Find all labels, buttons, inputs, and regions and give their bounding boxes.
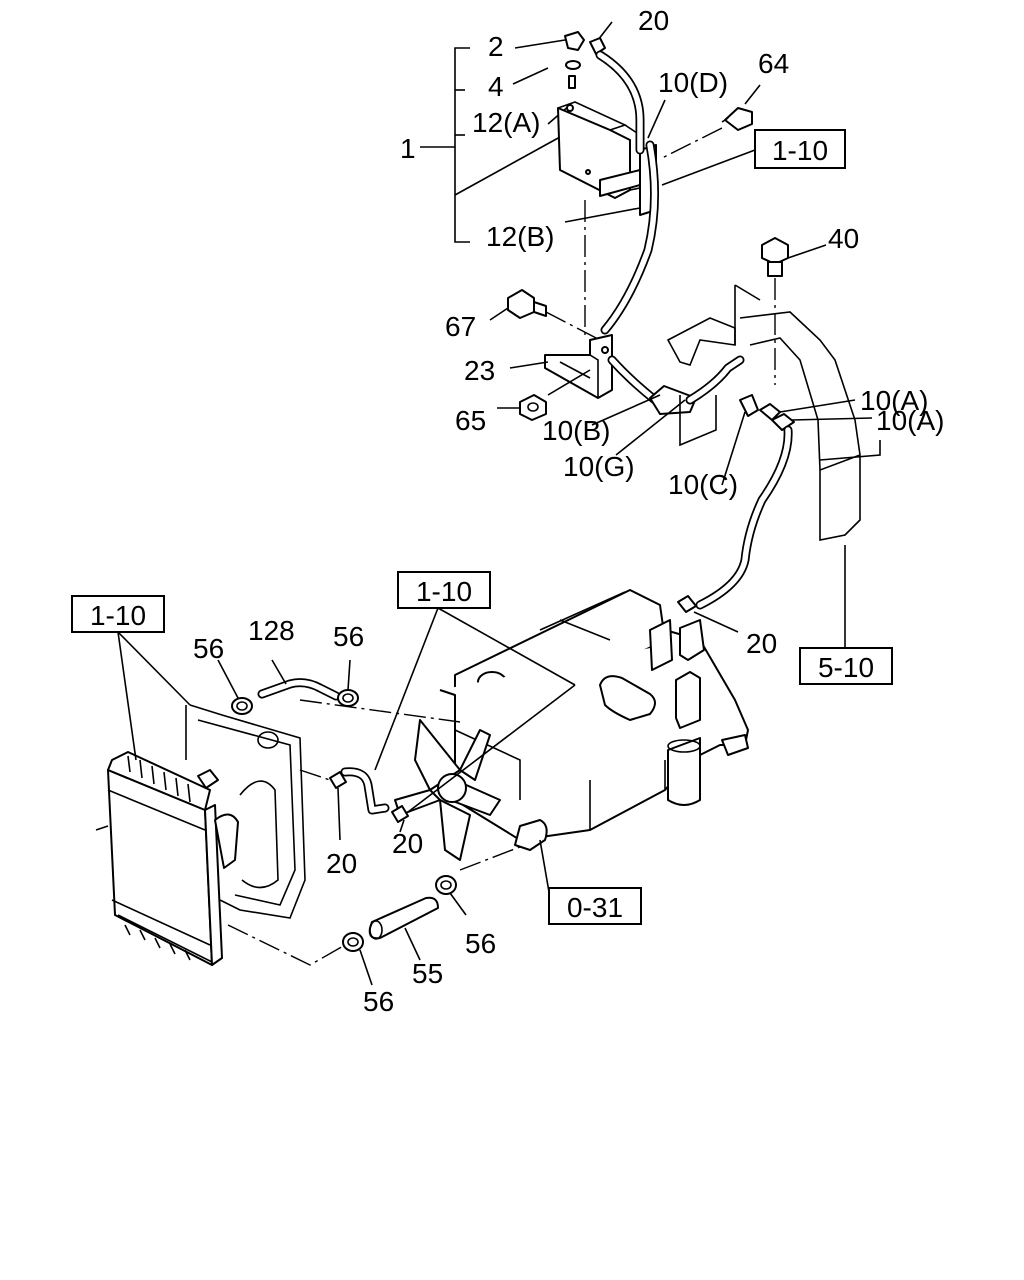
label-1: 1: [400, 133, 416, 164]
label-20-right: 20: [746, 628, 777, 659]
label-10b: 10(B): [542, 415, 610, 446]
label-20-mid1: 20: [326, 848, 357, 879]
label-55: 55: [412, 958, 443, 989]
clamp-20-top: [589, 37, 606, 55]
plug-40: [761, 237, 789, 277]
bolt-67: [507, 289, 547, 319]
label-10a-1: 10(A): [860, 385, 928, 416]
frame-panel: [666, 284, 881, 541]
hose-clamp-56-lower-right: [435, 875, 457, 895]
label-64: 64: [758, 48, 789, 79]
hose-clamp-56-mid: [337, 689, 359, 707]
label-56-lower-right: 56: [465, 928, 496, 959]
connector-pin: [568, 75, 576, 89]
clamp-20-right: [677, 595, 697, 613]
label-10c: 10(C): [668, 469, 738, 500]
label-128: 128: [248, 615, 295, 646]
connector-10c: [739, 394, 759, 417]
label-12a: 12(A): [472, 107, 540, 138]
label-2: 2: [488, 31, 504, 62]
connector-10a-2: [771, 413, 795, 431]
label-56-lower-left: 56: [363, 986, 394, 1017]
label-20-mid2: 20: [392, 828, 423, 859]
clamp-20-mid1: [329, 771, 347, 789]
ref-0-31: 0-31: [567, 892, 623, 923]
hose-joint-10g: [649, 385, 697, 415]
clamp-20-mid2: [391, 805, 409, 823]
label-67: 67: [445, 311, 476, 342]
label-10a-2: 10(A): [876, 405, 944, 436]
mounting-bracket-23: [544, 334, 613, 399]
hose-clamp-56-lower-left: [342, 932, 364, 952]
label-65: 65: [455, 405, 486, 436]
label-23: 23: [464, 355, 495, 386]
label-40: 40: [828, 223, 859, 254]
washer-4: [565, 60, 581, 70]
label-20-top: 20: [638, 5, 669, 36]
ref-1-10-mid: 1-10: [416, 576, 472, 607]
elbow-fitting-2: [564, 31, 585, 51]
label-56-mid: 56: [333, 621, 364, 652]
ref-box-1-10-mid: [397, 571, 491, 609]
ref-5-10: 5-10: [818, 652, 874, 683]
drain-plug-64: [721, 107, 753, 131]
lower-hose-55: [368, 896, 439, 940]
nut-65: [519, 394, 547, 421]
bypass-hose: [340, 767, 390, 815]
label-56-left: 56: [193, 633, 224, 664]
label-10g: 10(G): [563, 451, 635, 482]
upper-hose-128: [257, 678, 341, 701]
ref-1-10-left: 1-10: [90, 600, 146, 631]
engine-block: [439, 589, 749, 851]
ref-box-1-10-top: [754, 129, 846, 169]
reservoir-tank-12a: [557, 101, 641, 199]
label-10d: 10(D): [658, 67, 728, 98]
ref-box-5-10: [799, 647, 893, 685]
radiator: [95, 704, 306, 966]
hose-clamp-56-left: [231, 697, 253, 715]
ref-1-10-top: 1-10: [772, 135, 828, 166]
label-12b: 12(B): [486, 221, 554, 252]
ref-box-0-31: [548, 887, 642, 925]
label-4: 4: [488, 71, 504, 102]
